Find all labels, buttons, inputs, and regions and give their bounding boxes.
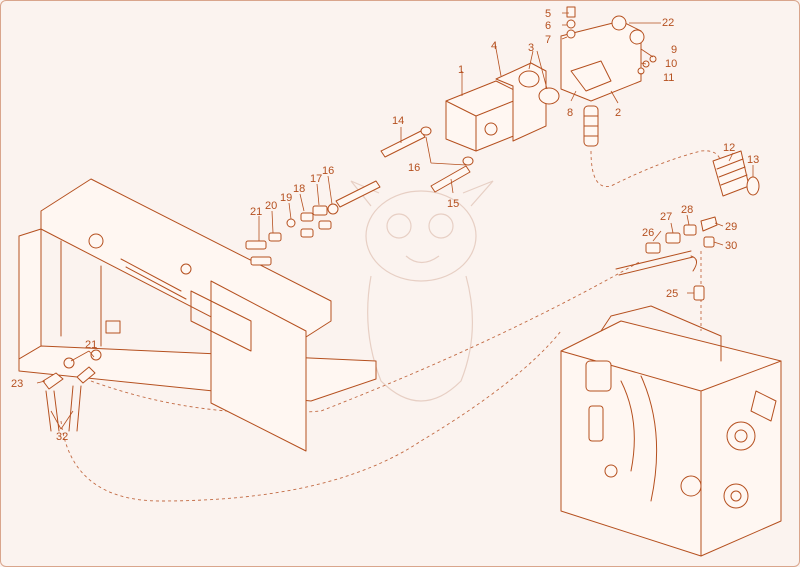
callout-30: 30 [725, 240, 737, 252]
callout-5: 5 [545, 8, 551, 20]
callout-3: 3 [528, 42, 534, 54]
callout-23: 23 [11, 378, 23, 390]
callout-21a: 21 [250, 206, 262, 218]
callout-29: 29 [725, 221, 737, 233]
callout-26: 26 [642, 227, 654, 239]
callout-12: 12 [723, 142, 735, 154]
callout-4: 4 [491, 40, 497, 52]
fittings [245, 203, 339, 266]
callout-32: 32 [56, 431, 68, 443]
callout-20: 20 [265, 200, 277, 212]
callout-28: 28 [681, 204, 693, 216]
callout-8: 8 [567, 107, 573, 119]
callout-22: 22 [662, 17, 674, 29]
callout-6: 6 [545, 20, 551, 32]
callout-10: 10 [665, 58, 677, 70]
callout-16a: 16 [408, 162, 420, 174]
callout-25: 25 [666, 288, 678, 300]
callout-19: 19 [280, 192, 292, 204]
callout-labels: 1 2 3 4 5 6 7 8 9 10 11 12 13 14 15 16 1… [11, 8, 759, 443]
intake-hose [712, 150, 760, 197]
callout-15: 15 [447, 198, 459, 210]
reservoir [445, 62, 560, 152]
bracket-assembly [560, 6, 657, 147]
callout-9: 9 [671, 44, 677, 56]
leader-lines [36, 12, 754, 430]
engine-fittings [615, 216, 718, 301]
tubes [335, 126, 474, 208]
frame-fittings [42, 349, 102, 432]
callout-16b: 16 [322, 165, 334, 177]
callout-18: 18 [293, 183, 305, 195]
callout-14: 14 [392, 115, 404, 127]
hydraulic-lines [60, 150, 722, 502]
callout-27: 27 [660, 211, 672, 223]
callout-21b: 21 [85, 339, 97, 351]
callout-2: 2 [615, 107, 621, 119]
callout-7: 7 [545, 34, 551, 46]
callout-17: 17 [310, 173, 322, 185]
callout-13: 13 [747, 154, 759, 166]
callout-1: 1 [458, 64, 464, 76]
main-frame [18, 178, 377, 452]
watermark-mascot [350, 180, 494, 402]
callout-11: 11 [663, 72, 674, 84]
engine-block [560, 305, 782, 557]
